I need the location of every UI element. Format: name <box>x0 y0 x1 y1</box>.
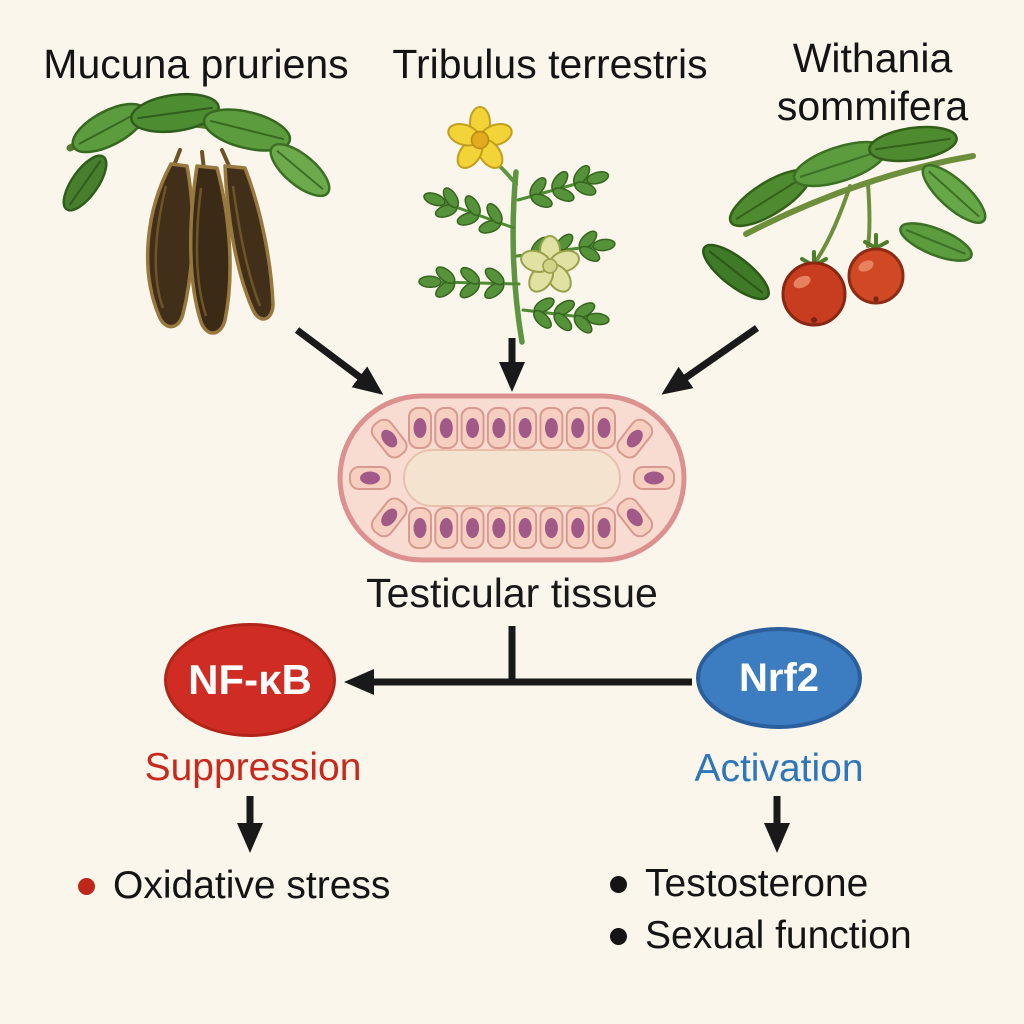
testicular-tissue-illustration <box>337 393 687 563</box>
black-bullet-icon <box>610 927 627 945</box>
nrf2-outcome-sexual-function: Sexual function <box>610 914 912 958</box>
withania-leaves <box>702 125 987 301</box>
nfkb-state-label: Suppression <box>144 746 362 789</box>
red-bullet-icon <box>78 877 95 895</box>
tribulus-fruit <box>520 235 580 293</box>
nfkb-node-label: NF-κB <box>188 656 312 703</box>
tribulus-stem <box>510 169 525 345</box>
nfkb-node: NF-κB <box>164 623 336 737</box>
nrf2-state-label: Activation <box>694 747 864 790</box>
tissue-lumen <box>403 449 621 507</box>
mucuna-pruriens-label: Mucuna pruriens <box>43 41 349 87</box>
withania-berries <box>781 233 905 327</box>
nrf2-node: Nrf2 <box>696 627 862 729</box>
withania-sommifera-label: Withania sommifera <box>776 35 969 130</box>
mucuna-pruriens-illustration <box>62 92 331 335</box>
outcome-label: Sexual function <box>645 914 912 957</box>
mucuna-pod-ridges <box>154 185 262 317</box>
testicular-tissue-label: Testicular tissue <box>366 570 658 616</box>
nfkb-outcome-oxidative-stress: Oxidative stress <box>78 864 390 908</box>
outcome-label: Testosterone <box>645 862 869 905</box>
withania-branch <box>743 153 976 237</box>
tribulus-terrestris-label: Tribulus terrestris <box>392 41 708 87</box>
mucuna-leaves <box>62 92 331 212</box>
nrf2-outcome-testosterone: Testosterone <box>610 862 868 906</box>
tissue-cells <box>349 407 675 549</box>
black-bullet-icon <box>610 875 627 893</box>
outcome-label: Oxidative stress <box>113 864 391 907</box>
mucuna-pods <box>145 162 275 335</box>
nrf2-node-label: Nrf2 <box>738 655 820 700</box>
withania-sommifera-illustration <box>702 125 987 327</box>
tribulus-flower <box>447 106 513 169</box>
tribulus-terrestris-illustration <box>418 106 616 345</box>
